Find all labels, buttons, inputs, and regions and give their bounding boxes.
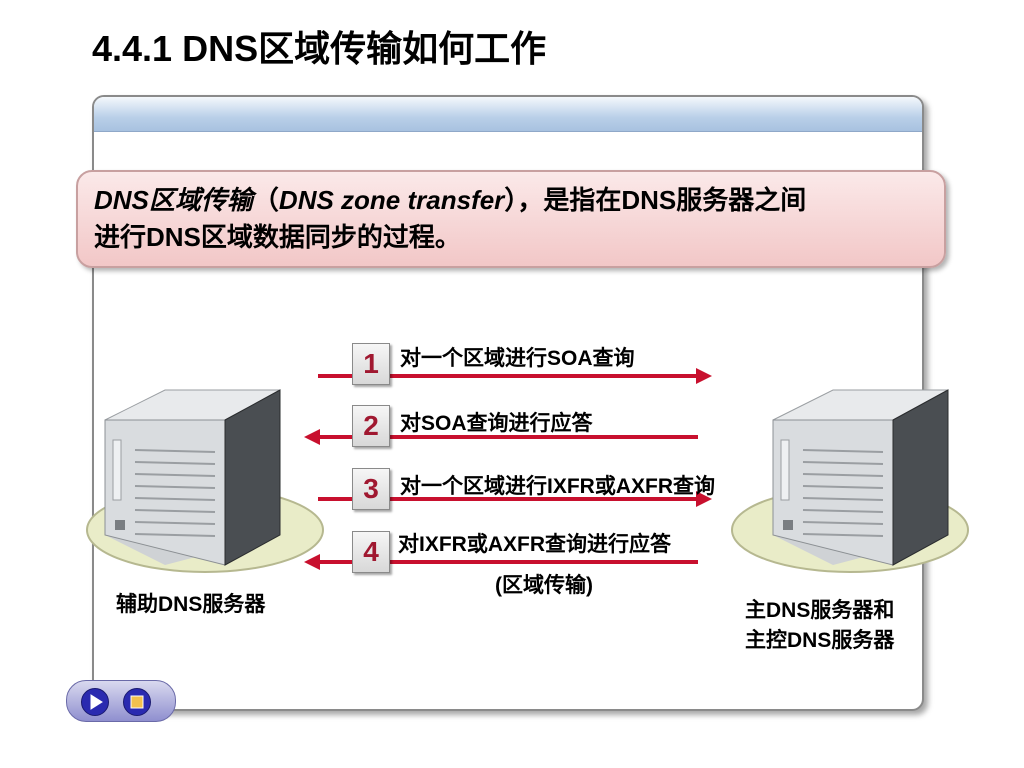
definition-text: DNS区域传输（DNS zone transfer），是指在DNS服务器之间 进… <box>94 182 930 256</box>
step-3-label: 对一个区域进行IXFR或AXFR查询 <box>400 475 715 498</box>
step-3-badge: 3 <box>352 468 390 510</box>
play-button[interactable] <box>81 688 109 716</box>
step-4-label: 对IXFR或AXFR查询进行应答 <box>398 533 671 556</box>
stop-button[interactable] <box>123 688 151 716</box>
step-4-badge: 4 <box>352 531 390 573</box>
step-1-label: 对一个区域进行SOA查询 <box>400 347 635 370</box>
step-1-arrow <box>318 368 712 384</box>
step-2-arrow <box>304 429 698 445</box>
term-cn: DNS区域传输 <box>94 185 253 215</box>
step-3-arrow <box>318 491 712 507</box>
definition-line2: 进行DNS区域数据同步的过程。 <box>94 222 461 252</box>
primary-server-label-line1: 主DNS服务器和 <box>745 599 895 622</box>
definition-callout: DNS区域传输（DNS zone transfer），是指在DNS服务器之间 进… <box>76 170 946 268</box>
open-paren: （ <box>252 185 279 215</box>
primary-server-icon <box>731 389 969 573</box>
definition-rest: ），是指在DNS服务器之间 <box>504 185 807 215</box>
play-icon <box>90 694 103 710</box>
secondary-server-icon <box>86 389 324 573</box>
secondary-server-label: 辅助DNS服务器 <box>116 593 266 616</box>
panel-header-bar <box>94 97 922 132</box>
step-4-sublabel: (区域传输) <box>495 574 593 597</box>
slide-title: 4.4.1 DNS区域传输如何工作 <box>92 28 547 69</box>
step-1-badge: 1 <box>352 343 390 385</box>
primary-server-label: 主DNS服务器和 主控DNS服务器 <box>745 596 894 656</box>
primary-server-label-line2: 主控DNS服务器 <box>745 629 895 652</box>
term-en: DNS zone transfer <box>278 185 505 215</box>
step-2-label: 对SOA查询进行应答 <box>400 412 593 435</box>
step-2-badge: 2 <box>352 405 390 447</box>
slide-nav <box>66 680 176 722</box>
stop-icon <box>130 695 144 709</box>
step-4-arrow <box>304 554 698 570</box>
